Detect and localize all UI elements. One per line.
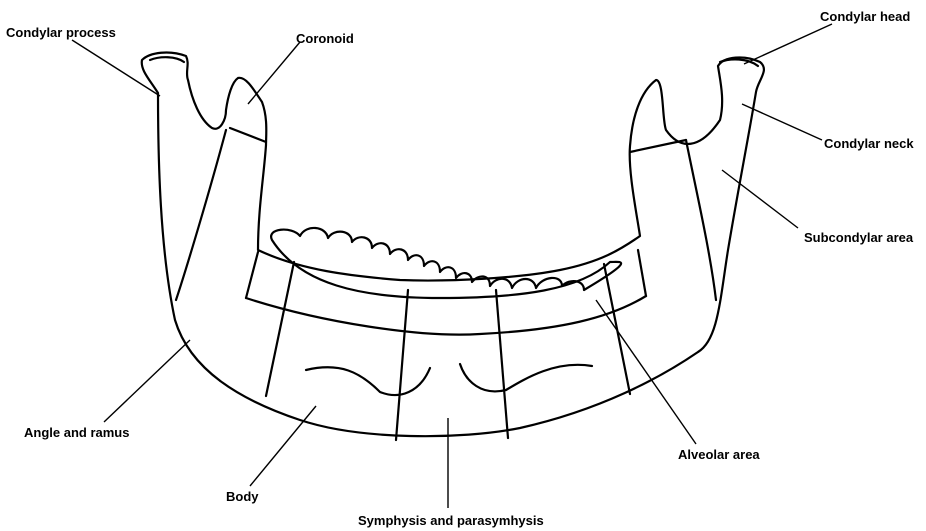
leader-condylar-head — [744, 24, 832, 64]
label-condylar-head: Condylar head — [820, 10, 910, 23]
body-line-left — [266, 262, 294, 396]
curve-left — [306, 367, 430, 395]
label-subcondylar-area: Subcondylar area — [804, 231, 913, 244]
symphysis-line-left — [396, 290, 408, 440]
coronoid-line-right — [630, 140, 686, 152]
ramus-line-left — [176, 130, 226, 300]
alveolar-right-edge — [638, 250, 646, 296]
alveolar-left-edge — [246, 252, 258, 298]
leader-body — [250, 406, 316, 486]
ramus-line-right — [686, 140, 716, 300]
curve-right — [460, 364, 592, 391]
alveolar-boundary — [246, 296, 646, 335]
label-coronoid: Coronoid — [296, 32, 354, 45]
teeth-row — [271, 228, 621, 298]
mandible-outline — [142, 53, 764, 437]
body-line-right — [604, 264, 630, 394]
leader-coronoid — [248, 42, 300, 104]
condyle-left-rim — [150, 57, 184, 62]
label-alveolar-area: Alveolar area — [678, 448, 760, 461]
label-condylar-neck: Condylar neck — [824, 137, 914, 150]
leader-condylar-neck — [742, 104, 822, 140]
label-symphysis: Symphysis and parasymhysis — [358, 514, 544, 527]
coronoid-line-left — [230, 128, 266, 142]
label-angle-and-ramus: Angle and ramus — [24, 426, 129, 439]
label-body: Body — [226, 490, 259, 503]
leader-condylar-process — [72, 40, 160, 96]
leader-alveolar — [596, 300, 696, 444]
label-condylar-process: Condylar process — [6, 26, 116, 39]
leader-angle-ramus — [104, 340, 190, 422]
symphysis-line-right — [496, 290, 508, 438]
